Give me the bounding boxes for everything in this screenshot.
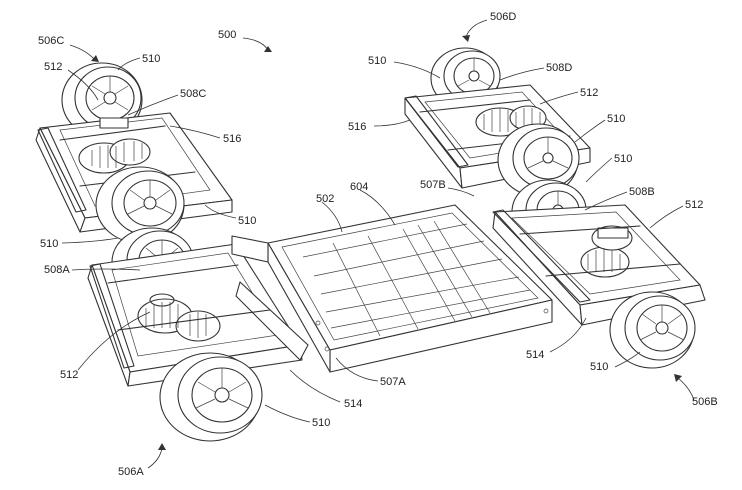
label-506A: 506A (118, 466, 144, 478)
label-510-c-top: 510 (142, 53, 160, 65)
motor-508C (78, 117, 151, 174)
label-502: 502 (316, 193, 334, 205)
label-510-a-left: 510 (40, 238, 58, 250)
wheel-506A-bottom (159, 352, 263, 442)
wheel-506D-top (430, 47, 501, 109)
label-604: 604 (350, 181, 368, 193)
label-514-b: 514 (526, 349, 544, 361)
label-512-b: 512 (685, 199, 703, 211)
label-506C: 506C (38, 35, 64, 47)
battery-cell-grid (302, 220, 531, 337)
drive-module-506C (35, 62, 233, 244)
label-508D: 508D (546, 62, 572, 74)
label-510-d-top: 510 (368, 55, 386, 67)
label-508B: 508B (629, 186, 655, 198)
label-507A: 507A (380, 376, 406, 388)
label-500: 500 (218, 29, 236, 41)
label-512-a: 512 (60, 369, 78, 381)
label-508A: 508A (44, 264, 70, 276)
label-514-a: 514 (344, 398, 362, 410)
drive-module-506A (87, 227, 309, 442)
label-512-d: 512 (580, 87, 598, 99)
label-516-c: 516 (223, 133, 241, 145)
label-510-a-bottom: 510 (312, 417, 330, 429)
wheel-506B-bottom (609, 291, 696, 369)
label-506B: 506B (692, 396, 718, 408)
battery-platform (267, 204, 553, 373)
label-512-c: 512 (44, 61, 62, 73)
wheel-506D-right (497, 123, 580, 197)
label-510-d-right: 510 (607, 113, 625, 125)
label-507B: 507B (420, 179, 446, 191)
leader-lines (61, 19, 695, 469)
drive-module-506D (404, 47, 591, 197)
drive-module-506B (492, 179, 706, 369)
label-510-b-top: 510 (614, 153, 632, 165)
label-510-c-right: 510 (238, 215, 256, 227)
label-508C: 508C (180, 88, 206, 100)
wheel-506C-right (95, 166, 185, 244)
label-510-b-bottom: 510 (590, 361, 608, 373)
label-506D: 506D (490, 11, 516, 23)
label-516-d: 516 (348, 121, 366, 133)
reference-labels: 500 506C 510 512 508C 516 510 510 508A 5… (38, 11, 718, 478)
